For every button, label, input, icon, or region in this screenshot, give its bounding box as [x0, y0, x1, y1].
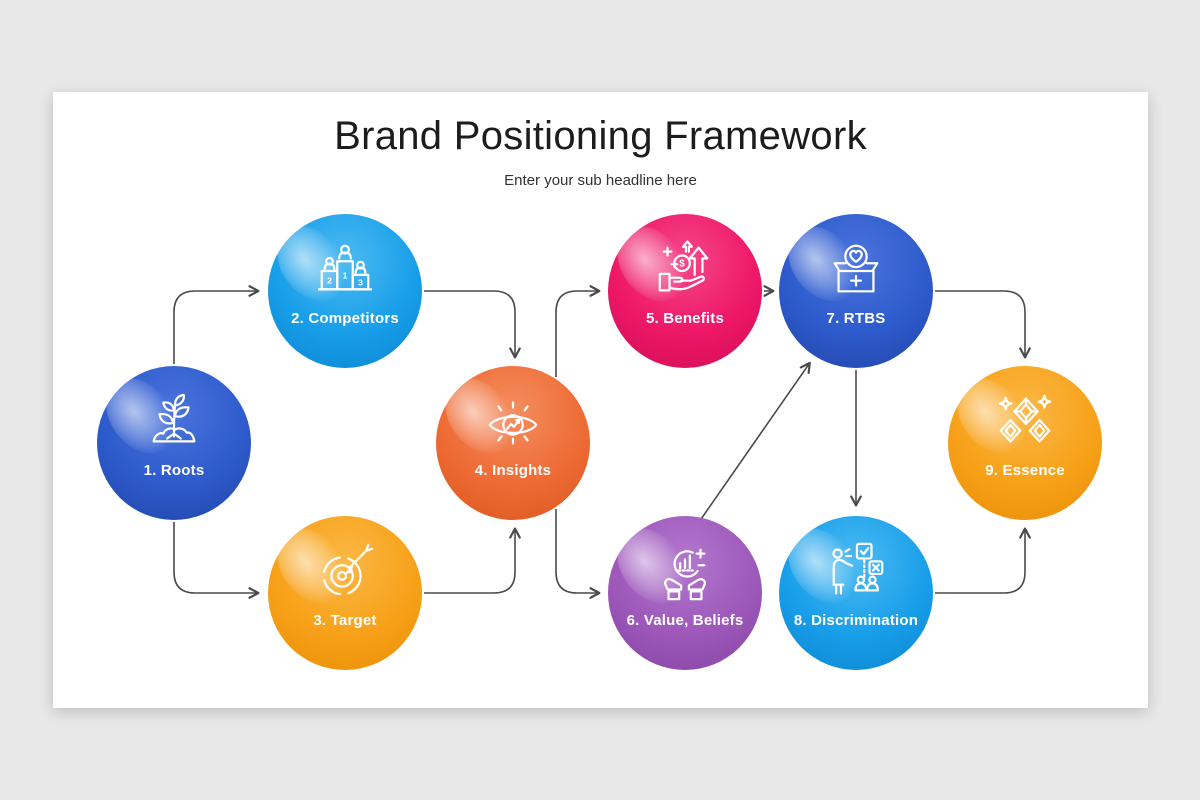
node-label: 4. Insights	[474, 462, 552, 479]
node-label: 3. Target	[313, 612, 377, 629]
connector-rtbs-to-essence	[935, 290, 1031, 359]
page-subtitle: Enter your sub headline here	[504, 172, 697, 189]
node-target: 3. Target	[263, 515, 422, 670]
connector-roots-to-target	[173, 522, 260, 599]
node-roots: 1. Roots	[92, 365, 251, 520]
node-benefits: $ 5. Benefits	[603, 213, 762, 368]
connector-value-beliefs-to-rtbs	[698, 361, 811, 523]
slide-canvas: Brand Positioning Framework Enter your s…	[53, 92, 1148, 708]
node-label: 2. Competitors	[291, 310, 399, 327]
page-title: Brand Positioning Framework	[334, 114, 867, 158]
connector-insights-to-value-beliefs	[555, 509, 601, 599]
node-label: 5. Benefits	[645, 310, 725, 327]
node-label: 1. Roots	[143, 462, 205, 479]
node-rtbs: 7. RTBS	[774, 213, 933, 368]
connector-insights-to-benefits	[555, 285, 601, 377]
node-essence: 9. Essence	[943, 365, 1102, 520]
node-value-beliefs: 6. Value, Beliefs	[603, 515, 762, 670]
connector-discrimination-to-essence	[935, 527, 1031, 594]
node-label: 6. Value, Beliefs	[626, 612, 744, 629]
node-label: 8. Discrimination	[793, 612, 919, 629]
node-discrimination: 8. Discrimination	[774, 515, 933, 670]
node-insights: 4. Insights	[431, 365, 590, 520]
node-label: 7. RTBS	[826, 310, 886, 327]
connector-target-to-insights	[424, 527, 521, 594]
connector-roots-to-competitors	[173, 285, 260, 364]
node-competitors: 1 2 3 2. Competitors	[263, 213, 422, 368]
svg-text:3: 3	[358, 278, 363, 288]
node-label: 9. Essence	[985, 462, 1065, 479]
connector-competitors-to-insights	[424, 290, 521, 359]
